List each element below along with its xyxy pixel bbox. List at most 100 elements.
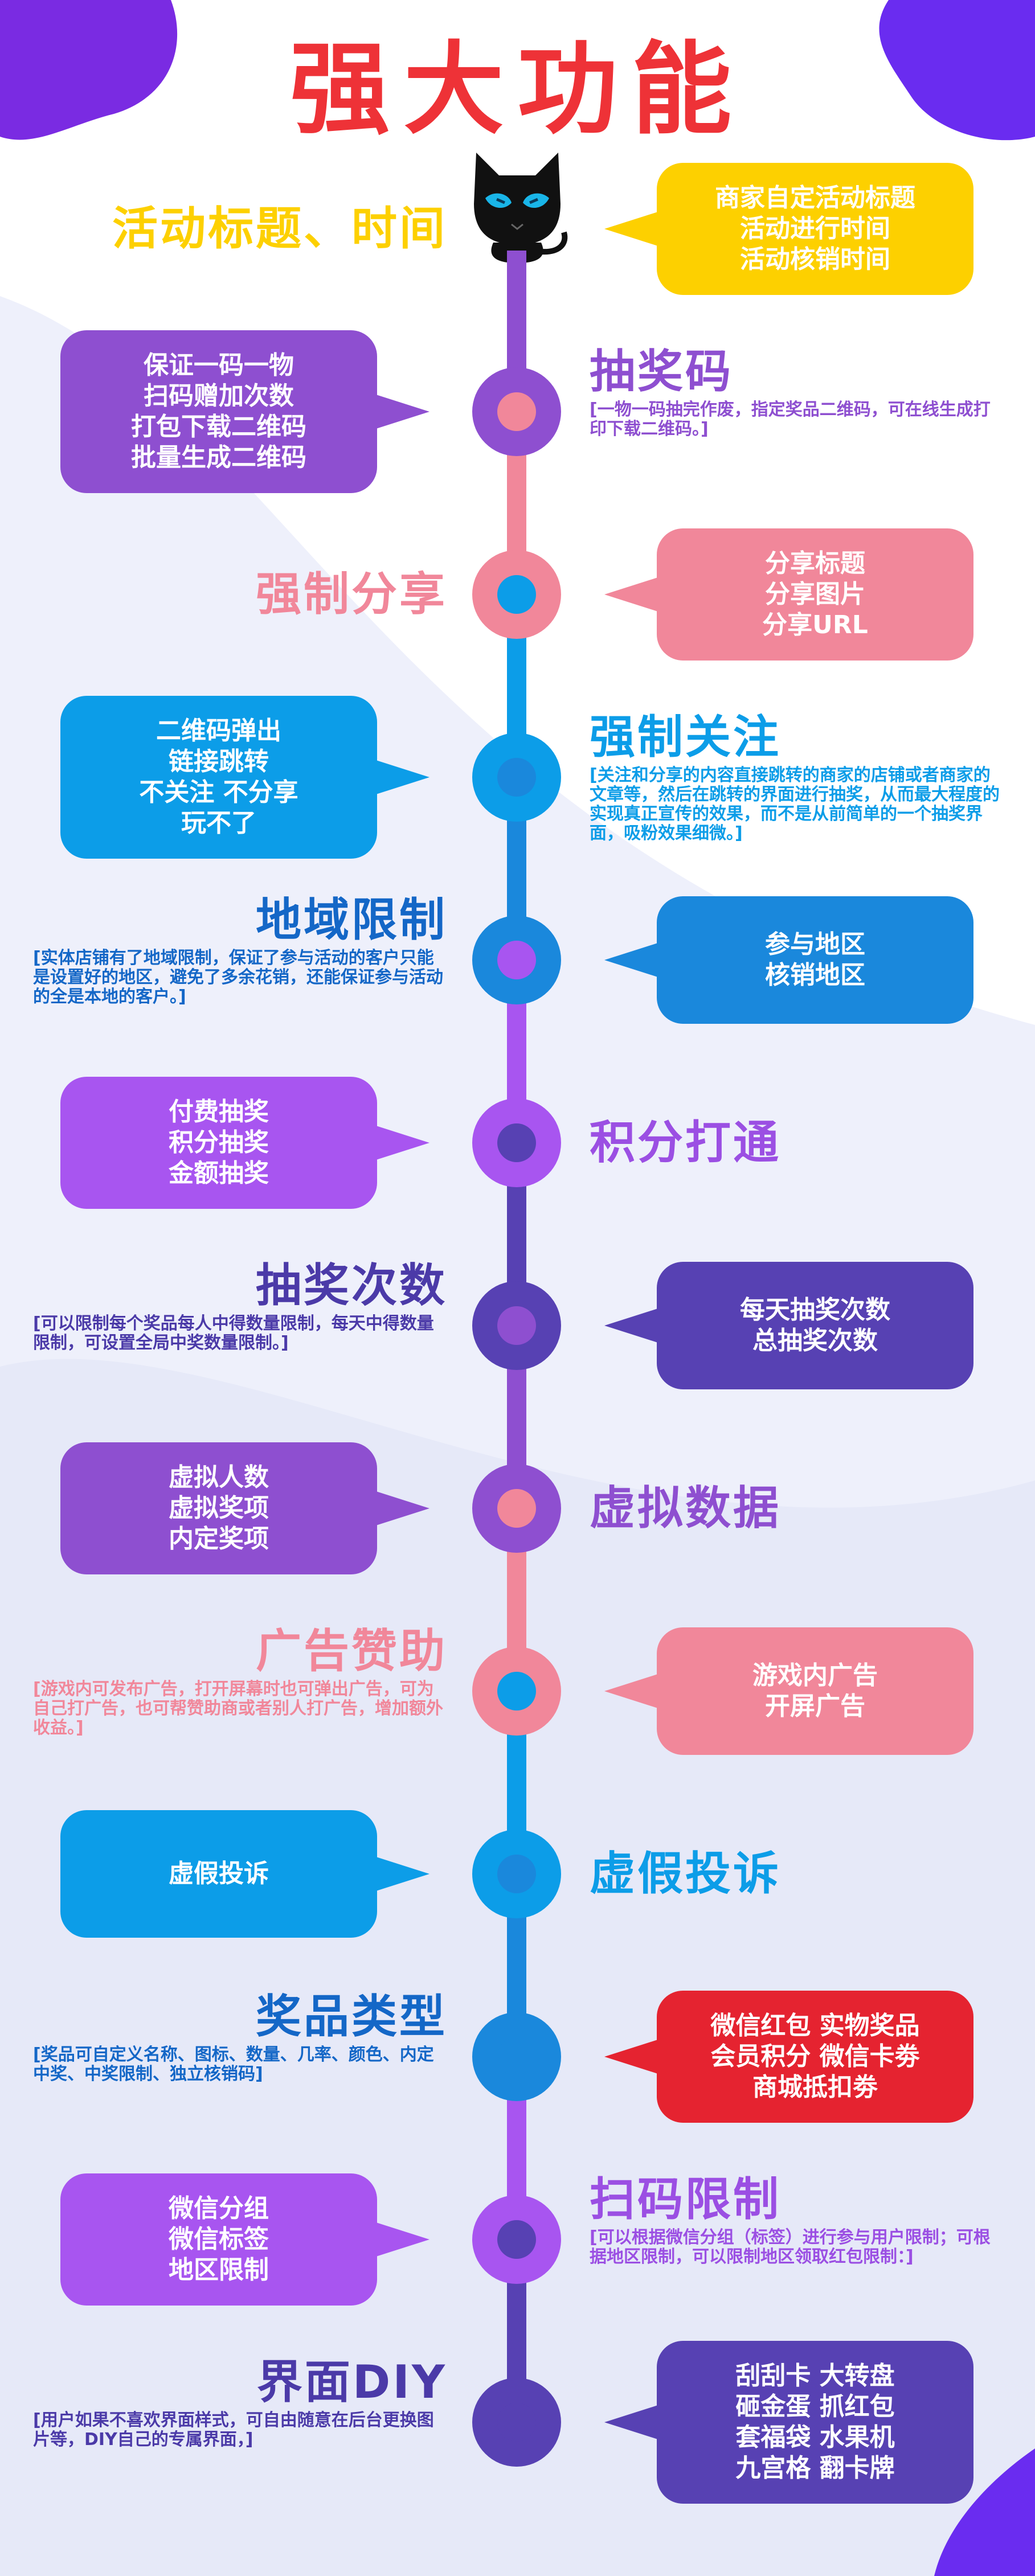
bubble-line: 微信分组 [169,2194,269,2223]
feature-bubble-right: 商家自定活动标题活动进行时间活动核销时间 [604,163,973,295]
bubble-line: 开屏广告 [765,1692,865,1721]
corner-blob-top-right [879,0,1035,141]
timeline-node [472,1281,561,1370]
feature-description: [可以限制每个奖品每人中得数量限制，每天中得数量限制，可设置全局中奖数量限制。] [33,1314,434,1353]
timeline-node-dot [497,758,536,797]
timeline-node-dot [497,1306,536,1345]
feature-bubble-right: 分享标题分享图片分享URL [604,528,973,661]
feature-title: 奖品类型 [256,1990,447,2043]
feature-bubble-right: 参与地区核销地区 [604,896,973,1024]
bubble-line: 虚拟奖项 [169,1494,269,1523]
feature-title: 地域限制 [256,893,447,946]
bubble-line: 总抽奖次数 [752,1326,878,1355]
bubble-line: 砸金蛋 抓红包 [735,2392,895,2421]
bubble-line: 分享URL [762,610,868,639]
timeline-node [472,2378,561,2467]
bubble-line: 每天抽奖次数 [740,1295,890,1324]
bubble-line: 积分抽奖 [169,1128,269,1157]
feature-title: 强制关注 [590,711,781,764]
feature-description: [用户如果不喜欢界面样式，可自由随意在后台更换图片等，DIY自己的专属界面，] [33,2410,434,2450]
timeline-node [472,1098,561,1187]
bubble-line: 分享标题 [765,549,865,578]
bubble-line: 扫码赠加次数 [144,382,294,411]
feature-bubble-left: 微信分组微信标签地区限制 [60,2173,429,2306]
bubble-line: 地区限制 [169,2255,269,2284]
black-cat-icon [474,153,568,263]
feature-bubble-left: 二维码弹出链接跳转不关注 不分享玩不了 [60,696,429,859]
timeline-node [472,916,561,1004]
timeline-node-dot [497,2403,536,2442]
bubble-line: 微信标签 [169,2225,269,2254]
timeline-node [472,1647,561,1736]
timeline-node [472,1830,561,1918]
bubble-line: 付费抽奖 [169,1097,269,1126]
feature-title: 虚假投诉 [590,1847,781,1900]
bubble-line: 虚假投诉 [169,1859,269,1888]
feature-description: [关注和分享的内容直接跳转的商家的店铺或者商家的文章等，然后在跳转的界面进行抽奖… [590,765,1000,843]
bubble-line: 会员积分 微信卡劵 [710,2042,920,2071]
feature-title: 界面DIY [256,2356,447,2409]
feature-title: 抽奖次数 [256,1259,447,1312]
bubble-line: 链接跳转 [169,747,269,776]
feature-description: [一物一码抽完作废，指定奖品二维码，可在线生成打印下载二维码。] [590,400,991,439]
bubble-line: 核销地区 [765,961,865,990]
feature-title: 活动标题、时间 [112,202,447,255]
feature-description: [游戏内可发布广告，打开屏幕时也可弹出广告，可为自己打广告，也可帮赞助商或者别人… [33,1679,443,1738]
feature-title: 抽奖码 [590,345,733,398]
bubble-line: 活动核销时间 [740,245,890,274]
feature-bubble-left: 保证一码一物扫码赠加次数打包下载二维码批量生成二维码 [60,330,429,493]
bubble-line: 玩不了 [181,809,256,838]
timeline-node [472,2012,561,2101]
timeline-node [472,550,561,639]
feature-title: 虚拟数据 [590,1482,781,1535]
feature-description: [实体店铺有了地域限制，保证了参与活动的客户只能是设置好的地区，避免了多余花销，… [33,948,443,1007]
corner-blob-top-left [0,0,178,140]
timeline-node [472,1464,561,1553]
feature-title: 扫码限制 [590,2173,781,2226]
bubble-line: 商家自定活动标题 [715,183,915,212]
timeline-node-dot [497,1123,536,1162]
timeline-node-dot [497,575,536,614]
timeline-node [472,733,561,822]
timeline-node-dot [497,2037,536,2076]
timeline-node-dot [497,392,536,431]
feature-bubble-right: 刮刮卡 大转盘砸金蛋 抓红包套福袋 水果机九宫格 翻卡牌 [604,2341,973,2504]
feature-bubble-right: 游戏内广告开屏广告 [604,1627,973,1755]
timeline-node-dot [497,2220,536,2259]
bubble-line: 不关注 不分享 [139,778,298,807]
bubble-line: 分享图片 [765,580,865,609]
feature-bubble-right: 微信红包 实物奖品会员积分 微信卡劵商城抵扣劵 [604,1991,973,2123]
bubble-line: 参与地区 [765,930,865,959]
bubble-line: 内定奖项 [169,1524,269,1553]
feature-description: [可以根据微信分组（标签）进行参与用户限制；可根据地区限制，可以限制地区领取红包… [590,2228,991,2267]
feature-title: 积分打通 [590,1116,781,1169]
bubble-line: 刮刮卡 大转盘 [735,2361,895,2390]
bubble-line: 微信红包 实物奖品 [710,2011,920,2040]
page-heading: 强大功能 [289,31,746,148]
bubble-line: 打包下载二维码 [131,412,306,441]
timeline-node [472,2195,561,2284]
corner-blob-bottom-right [934,2448,1035,2576]
feature-bubble-left: 虚假投诉 [60,1810,429,1938]
feature-description: [奖品可自定义名称、图标、数量、几率、颜色、内定中奖、中奖限制、独立核销码] [33,2045,434,2084]
bubble-line: 九宫格 翻卡牌 [735,2454,895,2483]
timeline-node [472,367,561,456]
feature-bubble-left: 付费抽奖积分抽奖金额抽奖 [60,1077,429,1209]
bubble-line: 套福袋 水果机 [735,2423,895,2452]
bubble-line: 商城抵扣劵 [752,2073,878,2102]
timeline-node-dot [497,1672,536,1711]
timeline-node-dot [497,1855,536,1893]
bubble-line: 保证一码一物 [144,351,294,380]
timeline-node-dot [497,941,536,979]
feature-bubble-right: 每天抽奖次数总抽奖次数 [604,1262,973,1389]
bubble-line: 虚拟人数 [169,1463,269,1492]
bubble-line: 批量生成二维码 [131,443,306,472]
bubble-line: 二维码弹出 [156,716,281,745]
timeline-node-dot [497,1489,536,1528]
feature-title: 强制分享 [256,568,447,621]
mascot [459,147,575,264]
bubble-line: 活动进行时间 [740,214,890,243]
bubble-line: 金额抽奖 [169,1159,269,1188]
feature-bubble-left: 虚拟人数虚拟奖项内定奖项 [60,1442,429,1574]
